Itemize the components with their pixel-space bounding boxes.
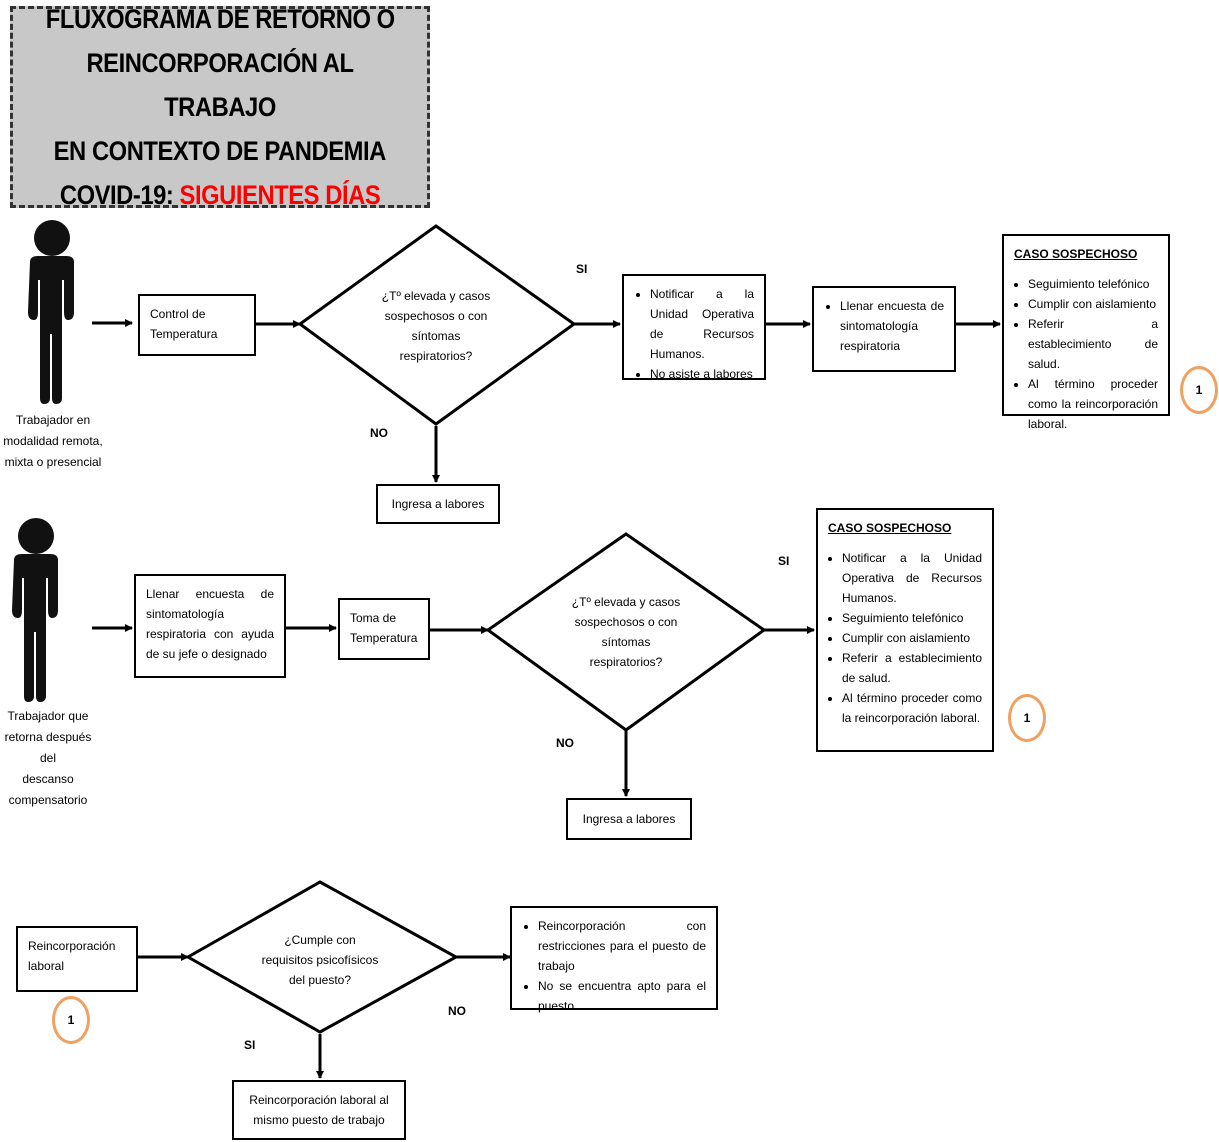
box-line: Reincorporación xyxy=(28,939,116,953)
decision-line: síntomas xyxy=(601,635,651,649)
notify-item: Notificar a la Unidad Operativa de Recur… xyxy=(650,284,754,364)
caption-line: descanso xyxy=(22,772,74,786)
box-line: Temperatura xyxy=(150,327,218,341)
box-line: mismo puesto de trabajo xyxy=(253,1113,385,1127)
ingresa-labores-box: Ingresa a labores xyxy=(376,484,500,524)
caption-line: retorna después del xyxy=(4,730,92,765)
box-line: Control de xyxy=(150,307,206,321)
title-covid: COVID-19: xyxy=(59,180,180,210)
decision-line: respiratorios? xyxy=(589,655,663,669)
box-line: Reincorporación laboral al xyxy=(249,1093,389,1107)
case-item: Al término proceder como la reincorporac… xyxy=(1028,374,1158,434)
survey-jefe-box: Llenar encuesta de sintomatología respir… xyxy=(134,574,286,678)
decision2-text: ¿Tº elevada y casos sospechosos o con sí… xyxy=(546,592,706,672)
case-item: Cumplir con aislamiento xyxy=(1028,294,1158,314)
case-item: Seguimiento telefónico xyxy=(1028,274,1158,294)
caption-line: Trabajador en xyxy=(15,413,91,427)
decision-line: requisitos psicofísicos xyxy=(261,953,379,967)
decision2-diamond xyxy=(485,532,767,732)
control-temperatura-box: Control de Temperatura xyxy=(138,294,256,356)
decision-line: del puesto? xyxy=(288,973,352,987)
person-icon xyxy=(12,518,58,702)
title-line-4: COVID-19: SIGUIENTES DÍAS xyxy=(59,173,381,217)
restricciones-box: Reincorporación con restricciones para e… xyxy=(510,906,718,1013)
case-item: Cumplir con aislamiento xyxy=(842,628,982,648)
circle-connector-icon: 1 xyxy=(1008,694,1046,742)
no-label: NO xyxy=(370,426,388,440)
case-title: CASO SOSPECHOSO xyxy=(1014,247,1138,261)
worker2-caption: Trabajador que retorna después del desca… xyxy=(0,706,96,811)
ingresa-labores-box: Ingresa a labores xyxy=(566,798,692,840)
case-item: Al término proceder como la reincorporac… xyxy=(842,688,982,728)
decision-line: ¿Tº elevada y casos xyxy=(381,289,491,303)
survey-item: Llenar encuesta de sintomatología respir… xyxy=(840,296,944,356)
case-item: Referir a establecimiento de salud. xyxy=(842,648,982,688)
circle-connector-icon: 1 xyxy=(1180,366,1218,414)
decision-line: respiratorios? xyxy=(399,349,473,363)
caso-sospechoso-box: CASO SOSPECHOSO Seguimiento telefónico C… xyxy=(1002,234,1170,431)
decision1-text: ¿Tº elevada y casos sospechosos o con sí… xyxy=(356,286,516,366)
decision-line: sospechosos o con xyxy=(384,309,488,323)
yes-label: SI xyxy=(778,554,790,568)
caption-line: mixta o presencial xyxy=(4,455,102,469)
reincorporacion-box: Reincorporación laboral xyxy=(16,926,138,992)
title-line-3: EN CONTEXTO DE PANDEMIA xyxy=(53,136,387,166)
title-line-1: FLUXOGRAMA DE RETORNO O xyxy=(45,4,395,34)
case-item: Seguimiento telefónico xyxy=(842,608,982,628)
box-line: Temperatura xyxy=(350,631,418,645)
survey-box: Llenar encuesta de sintomatología respir… xyxy=(812,286,956,372)
case-title: CASO SOSPECHOSO xyxy=(828,521,952,535)
yes-label: SI xyxy=(576,262,588,276)
yes-label: SI xyxy=(244,1038,256,1052)
case-item: Referir a establecimiento de salud. xyxy=(1028,314,1158,374)
decision-line: síntomas xyxy=(411,329,461,343)
decision-line: ¿Cumple con xyxy=(284,933,356,947)
person-icon xyxy=(28,220,74,404)
caption-line: Trabajador que xyxy=(7,709,89,723)
restricciones-item: No se encuentra apto para el puesto xyxy=(538,976,706,1016)
no-label: NO xyxy=(448,1004,466,1018)
circle-connector-icon: 1 xyxy=(52,996,90,1044)
toma-temperatura-box: Toma de Temperatura xyxy=(338,598,430,660)
restricciones-item: Reincorporación con restricciones para e… xyxy=(538,916,706,976)
notify-item: No asiste a labores xyxy=(650,364,754,384)
case-item: Notificar a la Unidad Operativa de Recur… xyxy=(842,548,982,608)
mismo-puesto-box: Reincorporación laboral al mismo puesto … xyxy=(232,1080,406,1140)
decision3-text: ¿Cumple con requisitos psicofísicos del … xyxy=(244,930,396,990)
notify-box: Notificar a la Unidad Operativa de Recur… xyxy=(622,274,766,381)
box-line: laboral xyxy=(28,959,65,973)
decision1-diamond xyxy=(297,224,577,426)
caso-sospechoso-box: CASO SOSPECHOSO Notificar a la Unidad Op… xyxy=(816,508,994,752)
no-label: NO xyxy=(556,736,574,750)
title-highlight: SIGUIENTES DÍAS xyxy=(179,180,381,210)
title-line-2: REINCORPORACIÓN AL TRABAJO xyxy=(86,48,354,122)
worker1-caption: Trabajador en modalidad remota, mixta o … xyxy=(0,410,106,473)
decision-line: sospechosos o con xyxy=(574,615,678,629)
caption-line: modalidad remota, xyxy=(3,434,103,448)
decision-line: ¿Tº elevada y casos xyxy=(571,595,681,609)
decision3-diamond xyxy=(184,880,460,1034)
caption-line: compensatorio xyxy=(8,793,88,807)
title-box: FLUXOGRAMA DE RETORNO O REINCORPORACIÓN … xyxy=(10,4,430,210)
box-line: Toma de xyxy=(350,611,397,625)
